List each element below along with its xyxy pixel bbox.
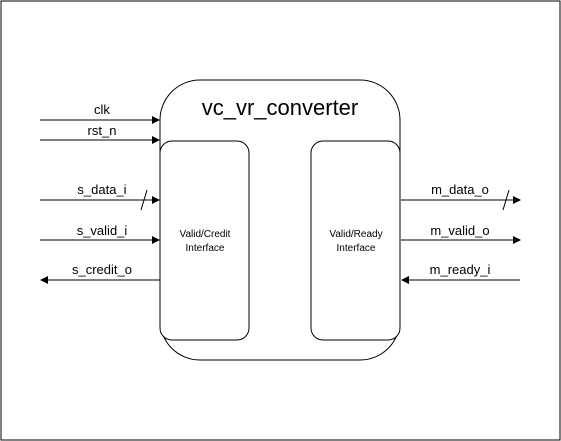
valid-ready-label-line2: Interface: [337, 243, 376, 254]
s-credit-o-label: s_credit_o: [72, 262, 132, 277]
rst-n-label: rst_n: [88, 123, 117, 138]
s-data-i-label: s_data_i: [77, 182, 126, 197]
m-data-o-bus-slash: [502, 189, 510, 211]
s-valid-i-label: s_valid_i: [77, 223, 128, 238]
valid-ready-label-line1: Valid/Ready: [329, 229, 382, 240]
valid-credit-label-line1: Valid/Credit: [180, 229, 231, 240]
block-title: vc_vr_converter: [202, 95, 359, 120]
valid-ready-interface-box: [310, 140, 401, 341]
clk-label: clk: [94, 102, 110, 117]
valid-credit-label-line2: Interface: [186, 243, 225, 254]
m-data-o-label: m_data_o: [431, 182, 489, 197]
m-ready-i-label: m_ready_i: [430, 262, 491, 277]
s-data-i-bus-slash: [140, 189, 148, 211]
m-valid-o-label: m_valid_o: [430, 223, 489, 238]
valid-credit-interface-box: [159, 140, 250, 341]
